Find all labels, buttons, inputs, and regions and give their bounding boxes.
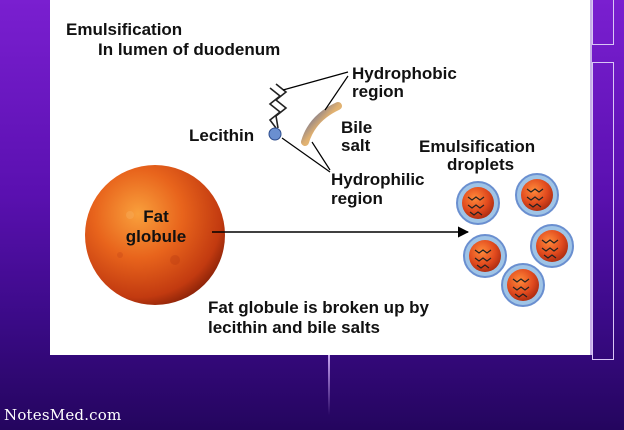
droplet [530,224,574,268]
hydrophilic-region-label: region [331,189,383,208]
droplets-label: droplets [447,155,515,174]
droplet [501,263,545,307]
hydrophobic-label: Hydrophobic [352,64,457,83]
title-line1: Emulsification [66,20,183,39]
bile-salt [301,102,342,146]
fat-label: Fat [143,207,169,226]
hydrophilic-label: Hydrophilic [331,170,425,189]
lecithin-label: Lecithin [189,126,255,145]
globule-label: globule [125,227,187,246]
hydrophobic-region-label: region [352,82,404,101]
watermark: NotesMed.com [4,406,122,424]
salt-label: salt [341,136,371,155]
slide-frame-right [592,62,614,360]
droplet [515,173,559,217]
slide-divider [328,355,330,415]
fat-globule [85,165,225,305]
bile-label: Bile [341,118,373,137]
caption-line2: lecithin and bile salts [208,318,380,337]
droplet [463,234,507,278]
caption-line1: Fat globule is broken up by [208,298,430,317]
emulsification-droplets [456,173,574,307]
droplet [456,181,500,225]
lecithin-molecule [268,83,288,141]
emulsification-droplets-label: Emulsification [419,137,536,156]
title-line2: In lumen of duodenum [98,40,281,59]
pointer-lines [281,71,349,173]
slide-frame-top [592,0,614,45]
